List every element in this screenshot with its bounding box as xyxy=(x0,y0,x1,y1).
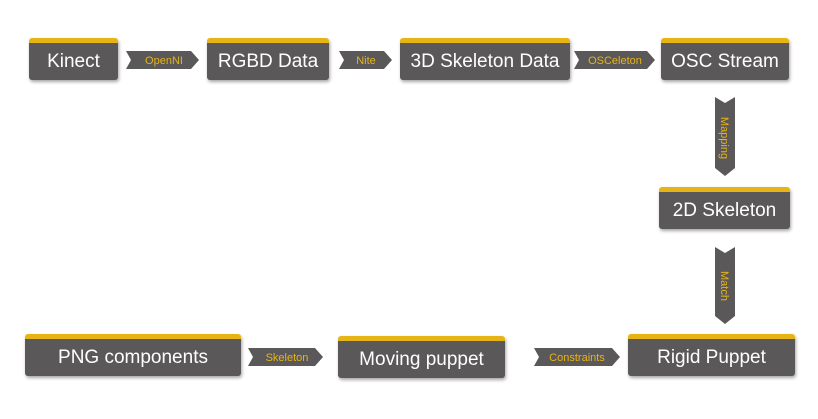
node-rigid-puppet: Rigid Puppet xyxy=(628,334,795,376)
arrow-nite-label: Nite xyxy=(356,55,376,67)
arrow-match-label: Match xyxy=(718,271,730,301)
node-moving-puppet: Moving puppet xyxy=(338,336,505,378)
arrow-mapping-label: Mapping xyxy=(718,117,730,159)
arrow-match: Match xyxy=(715,247,735,324)
arrow-mapping: Mapping xyxy=(715,97,735,176)
node-png-components: PNG components xyxy=(25,334,241,376)
node-3d-skeleton-data: 3D Skeleton Data xyxy=(400,38,570,80)
arrow-openni-label: OpenNI xyxy=(145,55,183,67)
node-osc-stream: OSC Stream xyxy=(661,38,789,80)
arrow-osceleton-label: OSCeleton xyxy=(588,55,642,67)
arrow-constraints: Constraints xyxy=(534,348,620,366)
arrow-skeleton-label: Skeleton xyxy=(266,352,309,364)
arrow-skeleton: Skeleton xyxy=(248,348,323,366)
arrow-constraints-label: Constraints xyxy=(549,352,605,364)
node-kinect: Kinect xyxy=(29,38,118,80)
node-2d-skeleton: 2D Skeleton xyxy=(659,187,790,229)
node-rgbd-data: RGBD Data xyxy=(207,38,329,80)
arrow-osceleton: OSCeleton xyxy=(574,51,655,69)
arrow-openni: OpenNI xyxy=(126,51,199,69)
arrow-nite: Nite xyxy=(339,51,392,69)
